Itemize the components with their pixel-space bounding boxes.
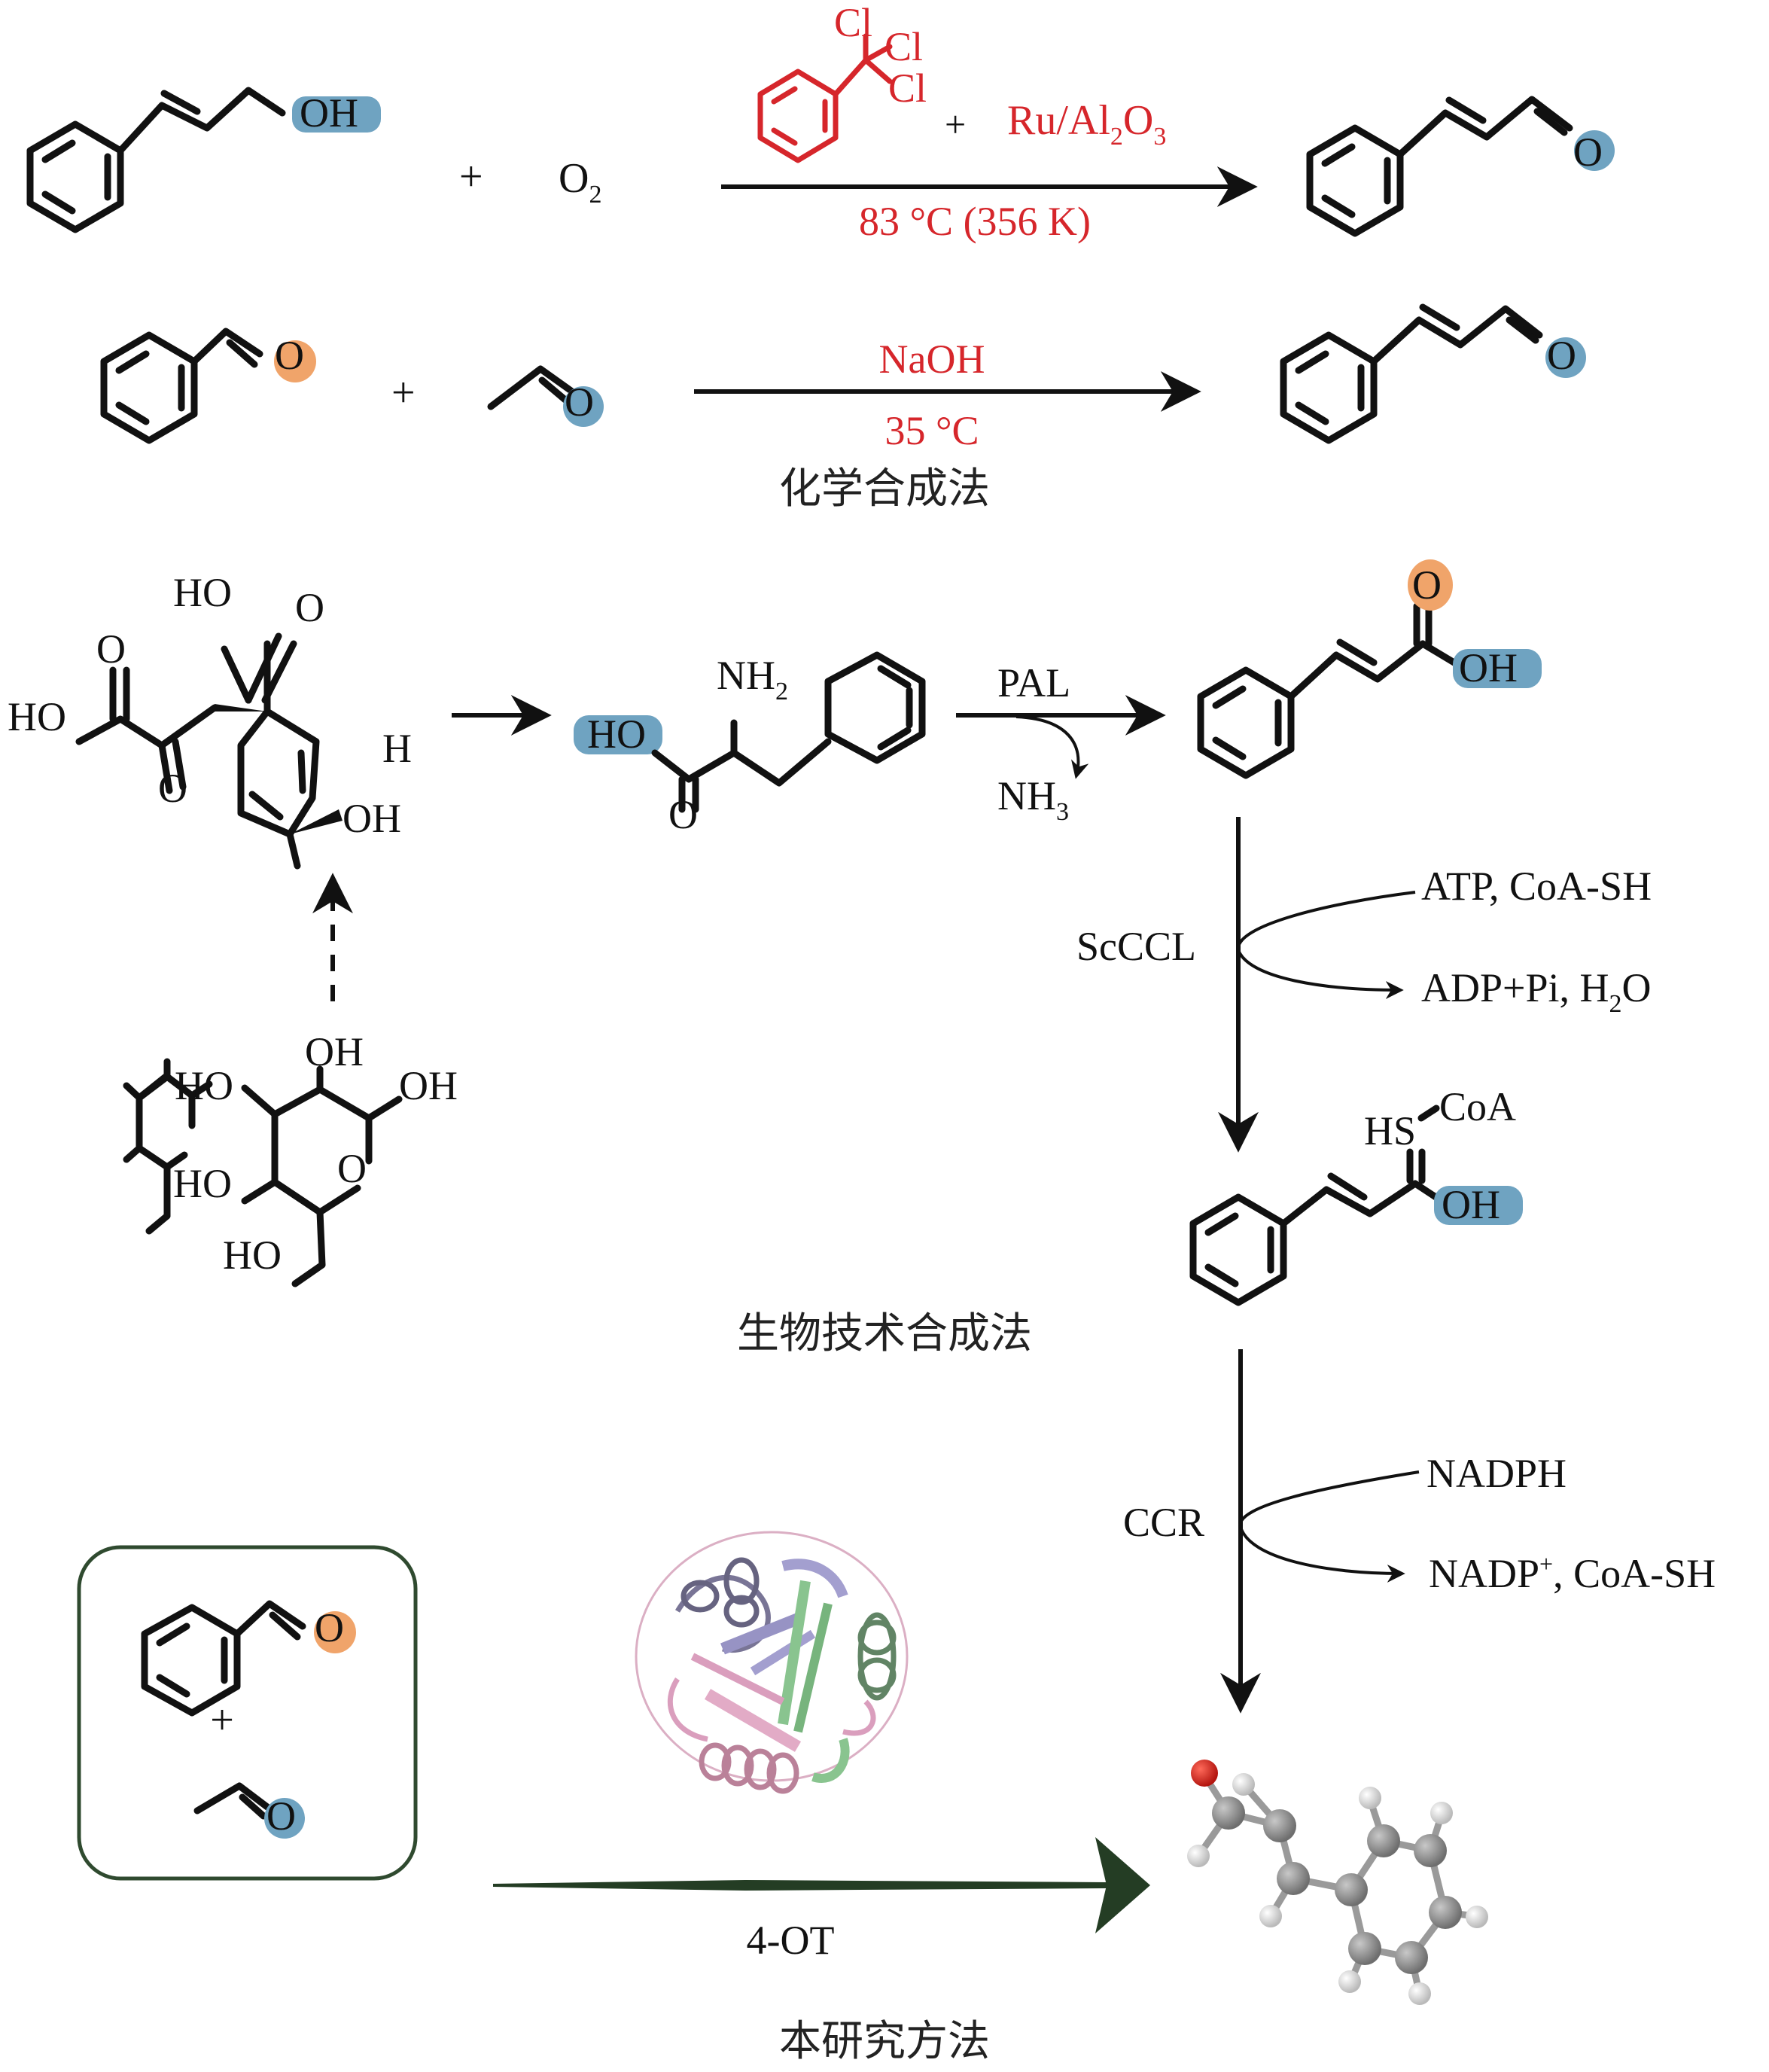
oh-group-label: OH <box>300 90 358 136</box>
carbonyl-highlight-orange <box>1408 559 1453 611</box>
plus-sign: + <box>459 154 483 200</box>
enzyme-4ot-label: 4-OT <box>747 1918 835 1963</box>
prephenate-ho-top: HO <box>173 570 232 615</box>
acetaldehyde-substrate: O <box>193 1782 305 1839</box>
prephenate-oh: OH <box>343 796 401 841</box>
cinnamic-o: O <box>1412 562 1442 608</box>
carbonyl-o-label: O <box>565 379 594 425</box>
prephenate-o-left: O <box>96 626 126 672</box>
section-label-biotech: 生物技术合成法 <box>737 1309 1032 1358</box>
prephenate-o-top: O <box>295 585 324 630</box>
enzyme-arrow-shaft <box>493 1880 1107 1891</box>
hydroxyl-highlight <box>574 715 662 754</box>
phe-nh2: NH2 <box>717 653 788 705</box>
scccl-input: ATP, CoA-SH <box>1421 864 1652 909</box>
chlorine-label-2: Cl <box>884 24 923 69</box>
glucose-oh-top: OH <box>305 1029 364 1074</box>
cinnamoyl-coa: HS CoA OH <box>1189 1084 1523 1306</box>
scccl-input-curve <box>1236 891 1416 951</box>
enzyme-pal: PAL <box>997 660 1070 705</box>
coa-hs: HS <box>1364 1108 1416 1153</box>
benzaldehyde-substrate: O <box>141 1600 356 1717</box>
plus-sign: + <box>210 1697 234 1744</box>
prephenate-h: H <box>382 726 412 771</box>
ccr-output-arrow <box>1239 1526 1405 1583</box>
glucose-ho-lower: HO <box>173 1161 232 1206</box>
carbonyl-o-label: O <box>1547 333 1576 378</box>
glucose-ho-bottom: HO <box>223 1233 282 1278</box>
prephenate-o-bottom: O <box>158 766 187 811</box>
carbonyl-highlight-orange <box>314 1611 356 1653</box>
enzyme-ccr: CCR <box>1123 1500 1204 1545</box>
enzyme-4ot-structure <box>635 1531 909 1794</box>
carbonyl-o-label: O <box>266 1793 296 1839</box>
benzotrichloride-catalyst: Cl Cl Cl <box>757 0 927 163</box>
reaction1-condition: 83 °C (356 K) <box>859 199 1091 244</box>
hydroxyl-highlight <box>1434 1186 1523 1225</box>
pal-byproduct: NH3 <box>997 773 1069 826</box>
ccr-input-curve <box>1238 1470 1420 1528</box>
enzyme-scccl: ScCCL <box>1076 924 1196 969</box>
cinnamic-oh: OH <box>1459 645 1518 690</box>
carbonyl-o-label: O <box>1573 130 1603 175</box>
phe-o: O <box>668 792 698 837</box>
coa-oh: OH <box>1442 1182 1500 1227</box>
scccl-output: ADP+Pi, H2O <box>1421 965 1652 1018</box>
carbonyl-highlight <box>264 1798 305 1839</box>
benzaldehyde: O <box>100 328 316 444</box>
biotech-synthesis-section: HO O O HO O H OH OH HO OH O HO HO <box>8 559 1716 1714</box>
cinnamyl-alcohol: OH <box>26 87 381 233</box>
section-label-chemical: 化学合成法 <box>779 465 990 513</box>
hydroxyl-highlight <box>1453 649 1542 688</box>
phe-ho: HO <box>587 711 646 757</box>
prephenate-ho-left: HO <box>8 694 66 739</box>
ccr-output: NADP+, CoA-SH <box>1429 1550 1716 1596</box>
phenylalanine: HO NH2 O <box>574 651 926 837</box>
reaction2-condition: 35 °C <box>884 408 979 453</box>
ccr-input: NADPH <box>1426 1451 1567 1496</box>
carbonyl-o-label: O <box>315 1605 344 1650</box>
cinnamaldehyde-product-1: O <box>1306 96 1615 237</box>
reaction2-reagent: NaOH <box>879 337 985 382</box>
plus-sign: + <box>391 370 416 416</box>
substrate-box <box>77 1545 418 1881</box>
acetaldehyde: O <box>487 365 604 427</box>
glucose-ring-o: O <box>337 1146 367 1191</box>
carbonyl-o-label: O <box>275 333 304 378</box>
glucose-skeleton <box>241 1065 403 1287</box>
glucose: OH HO OH O HO HO <box>123 1029 458 1278</box>
hydroxyl-highlight <box>292 96 381 133</box>
catalyst-plus-sign: + <box>945 103 966 145</box>
oxygen-label: O2 <box>559 155 601 209</box>
cinnamic-acid: O OH <box>1197 559 1542 779</box>
chlorine-label-1: Cl <box>834 0 872 45</box>
prephenate: HO O O HO O H OH <box>8 570 412 870</box>
scccl-output-arrow <box>1237 949 1404 999</box>
carbonyl-highlight <box>1545 337 1586 378</box>
ru-al2o3-catalyst: Ru/Al2O3 <box>1007 97 1166 151</box>
cinnamaldehyde-product-2: O <box>1280 303 1586 444</box>
carbonyl-highlight <box>1574 130 1615 171</box>
this-study-section: O + O <box>77 1531 1488 2066</box>
enzyme-arrow-head <box>1095 1837 1150 1933</box>
chlorine-label-3: Cl <box>888 66 927 111</box>
carbonyl-highlight-orange <box>274 340 316 382</box>
coa-label: CoA <box>1439 1084 1516 1129</box>
section-label-this-study: 本研究方法 <box>779 2017 990 2066</box>
glucose-oh-right: OH <box>399 1063 458 1108</box>
cinnamaldehyde-3d-model <box>1187 1760 1488 2005</box>
nh3-release-arrow <box>1015 715 1089 779</box>
glucose-ho-left: HO <box>175 1063 233 1108</box>
carbonyl-highlight <box>563 386 604 427</box>
chemical-synthesis-section: OH + O2 Cl Cl Cl + Ru/Al2O3 83 °C (356 K… <box>26 0 1615 513</box>
